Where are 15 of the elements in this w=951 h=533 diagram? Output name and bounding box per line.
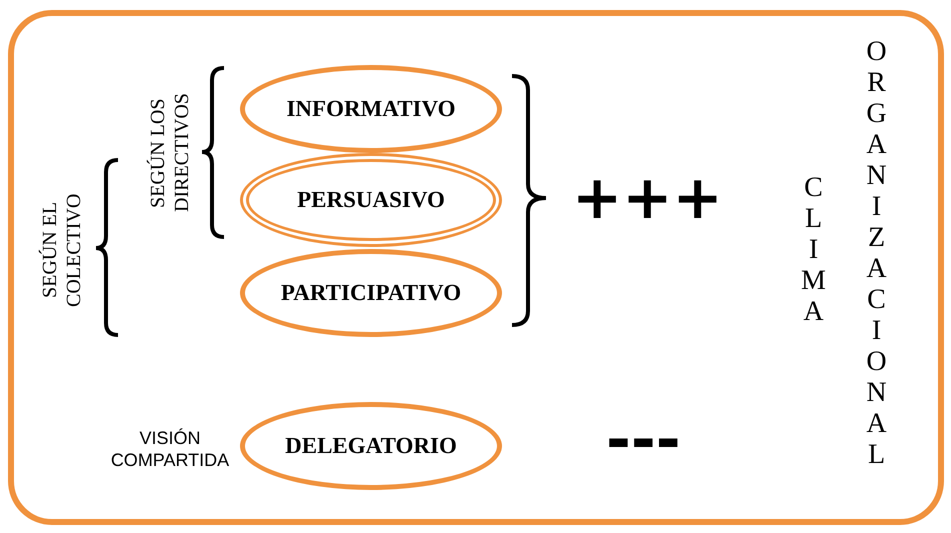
rotated-label: SEGÚN LOS DIRECTIVOS [146,92,194,214]
style-label: DELEGATORIO [285,433,457,459]
vertical-title: CLIMA [797,172,830,327]
style-label: INFORMATIVO [286,96,456,122]
ellipse [240,249,502,337]
frame-box [8,10,944,525]
side-label: VISIÓN COMPARTIDA [110,427,230,471]
plus-signs: +++ [572,162,723,235]
style-label: PERSUASIVO [297,187,445,213]
ellipse [240,153,502,247]
vertical-title: ORGANIZACIONAL [860,36,893,470]
ellipse [240,65,502,153]
style-label: PARTICIPATIVO [280,280,462,306]
rotated-label: SEGÚN EL COLECTIVO [38,192,86,309]
minus-signs: --- [606,404,681,477]
